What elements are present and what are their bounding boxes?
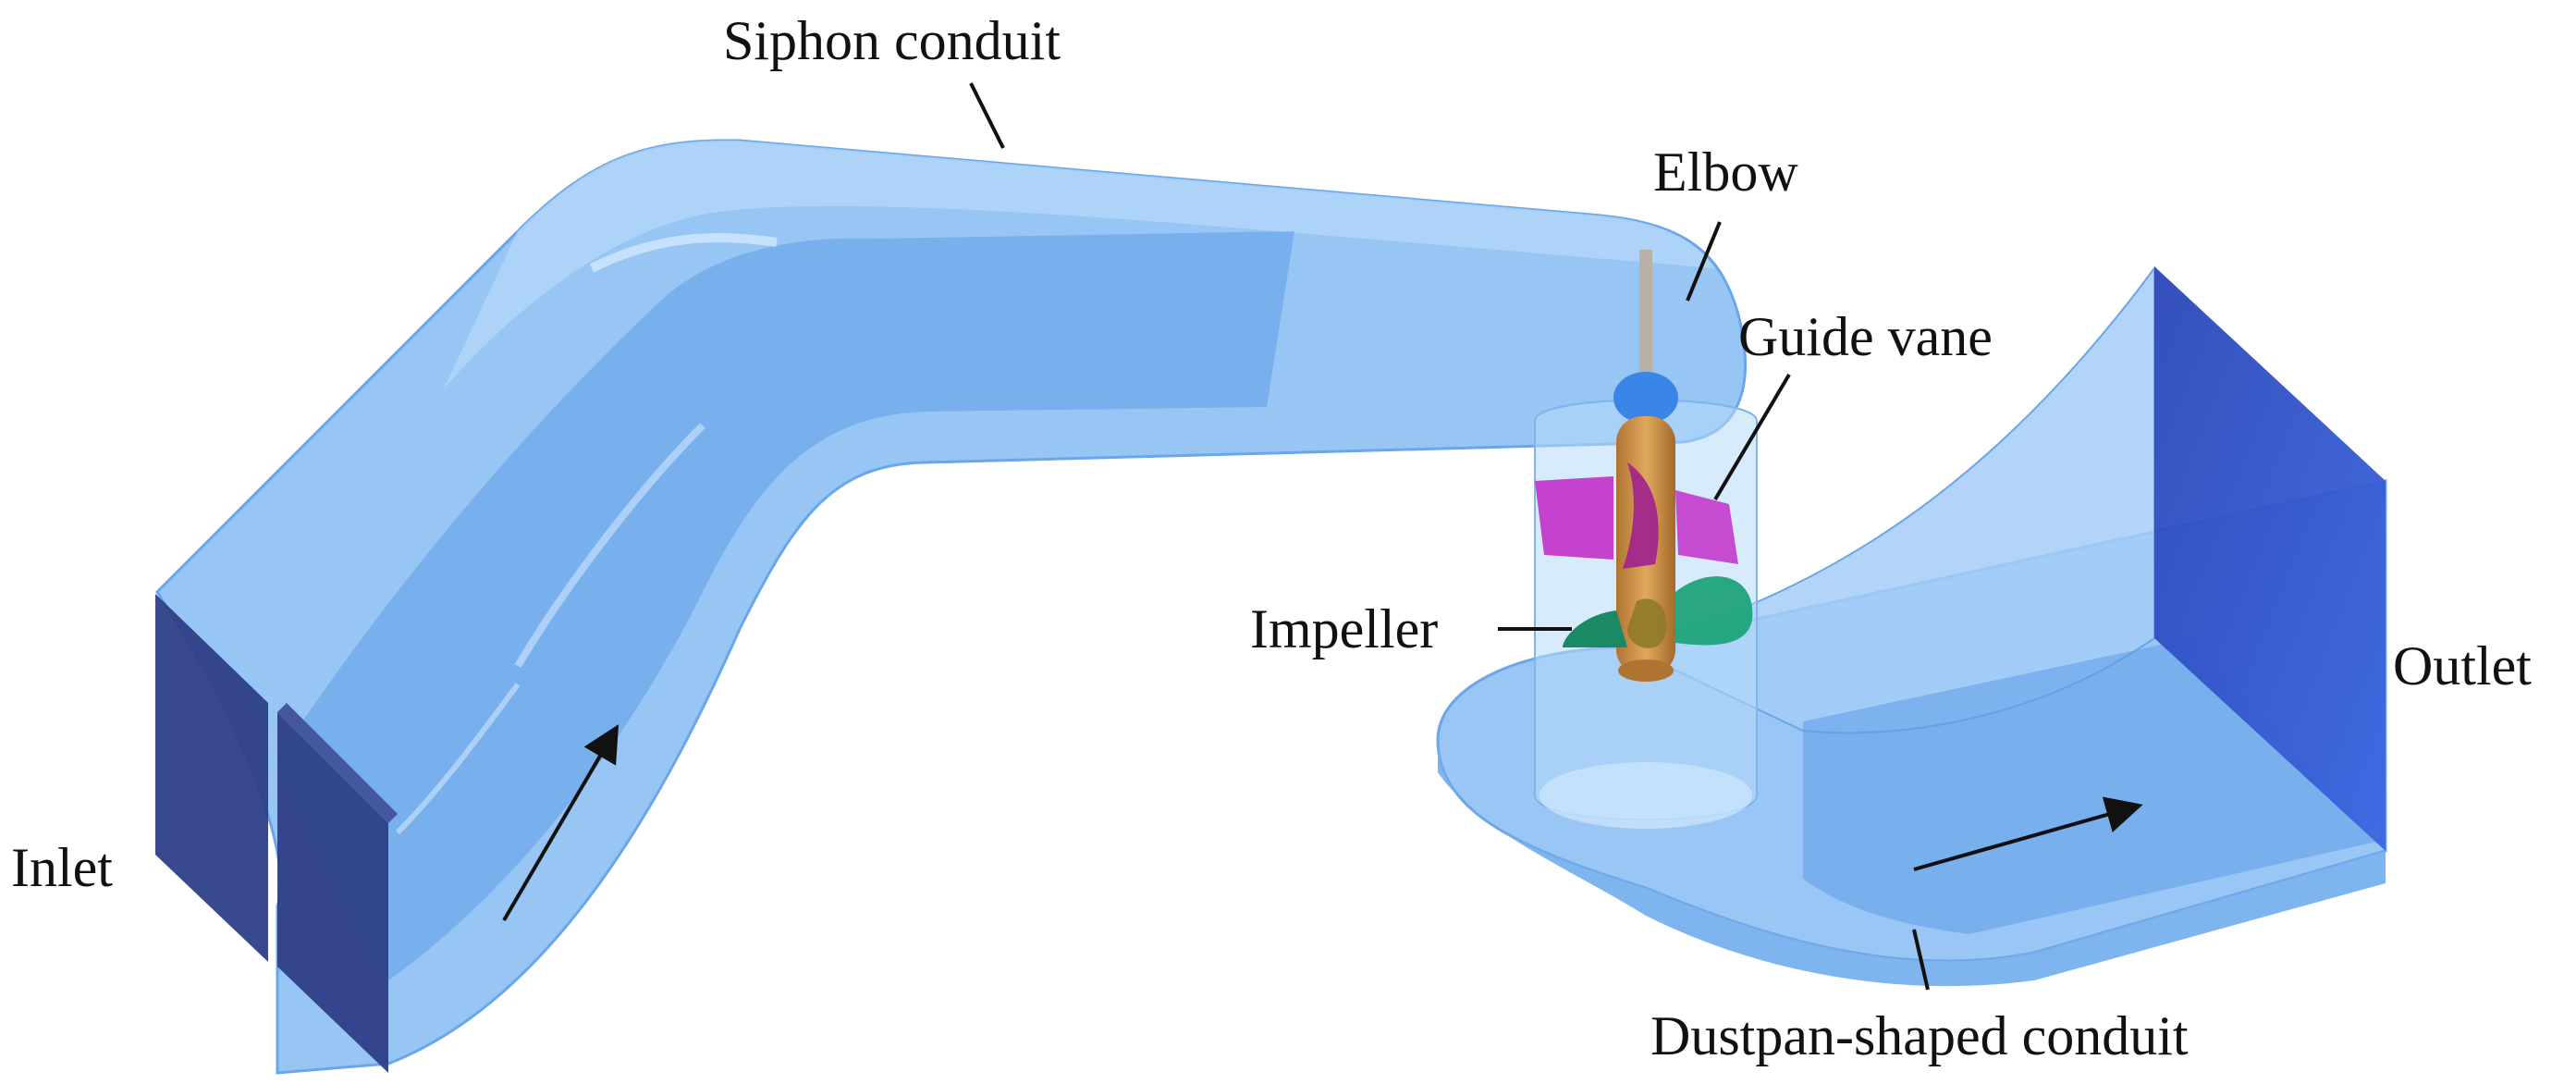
guide-vane-blade-left	[1535, 476, 1613, 560]
label-elbow: Elbow	[1653, 142, 1798, 203]
siphon-top-highlight	[444, 140, 1715, 389]
guide-vane-blade-mid	[1623, 462, 1659, 569]
label-outlet: Outlet	[2393, 635, 2532, 696]
label-dustpan-conduit: Dustpan-shaped conduit	[1650, 1005, 2189, 1066]
hub-tip	[1618, 659, 1674, 682]
label-inlet: Inlet	[11, 837, 113, 898]
siphon-conduit	[155, 139, 1747, 1075]
siphon-inner-stream	[277, 231, 1294, 980]
impeller-blade-left	[1563, 610, 1627, 647]
siphon-reflection-2	[514, 423, 705, 669]
dustpan-plate-edge	[1438, 740, 2386, 987]
siphon-leader-line	[969, 82, 1005, 149]
inlet-face-right	[277, 712, 388, 1073]
label-siphon-conduit: Siphon conduit	[723, 10, 1061, 71]
inlet-flow-arrow	[502, 724, 619, 922]
pump-shaft	[1639, 250, 1652, 379]
siphon-reflection-1	[589, 233, 778, 273]
outlet-face	[2154, 266, 2386, 851]
guide-vane-blade-right	[1675, 490, 1738, 564]
elbow-leader-line	[1686, 221, 1722, 302]
outlet-flow-arrow	[1913, 796, 2143, 871]
bulb-nose	[1613, 372, 1678, 424]
elbow-assembly	[1534, 250, 1758, 829]
impeller-blade-front	[1627, 598, 1667, 648]
inlet-block	[155, 594, 398, 1073]
impeller-blade-right	[1675, 576, 1753, 646]
label-impeller: Impeller	[1250, 598, 1439, 659]
inlet-side	[277, 703, 398, 823]
inlet-face-left	[155, 594, 268, 962]
siphon-reflection-3	[395, 683, 521, 835]
label-guide-vane: Guide vane	[1738, 306, 1993, 367]
casing-bottom	[1539, 762, 1752, 829]
dustpan-conduit	[1436, 265, 2387, 987]
dustpan-leader-line	[1912, 929, 1930, 991]
guide-vane-leader-line	[1713, 373, 1791, 501]
